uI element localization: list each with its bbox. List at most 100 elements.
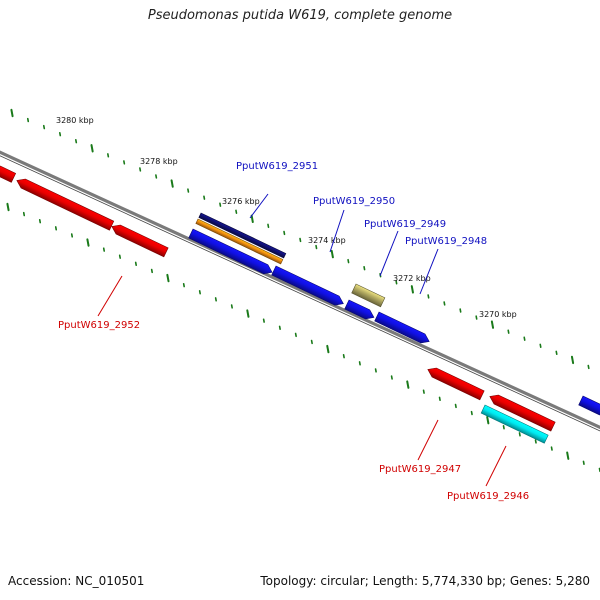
gene-bar-2950-shape bbox=[271, 265, 344, 306]
lower-scale-tick bbox=[6, 202, 10, 212]
gene-bar-reverse-1 bbox=[0, 165, 17, 183]
upper-scale-tick bbox=[363, 265, 366, 271]
upper-scale-tick bbox=[539, 343, 542, 348]
lower-scale-tick bbox=[278, 325, 281, 330]
gene-bar-reverse-1-shape bbox=[0, 165, 17, 183]
lower-scale-tick bbox=[246, 309, 250, 318]
upper-scale-tick bbox=[139, 167, 142, 172]
upper-scale-tick bbox=[26, 117, 30, 123]
lower-scale-tick bbox=[198, 290, 201, 295]
gene-bar-2951-cds-2-shape bbox=[195, 218, 284, 265]
backbone-line bbox=[0, 150, 600, 430]
lower-scale-tick bbox=[374, 368, 377, 373]
gene-bar-2952 bbox=[16, 178, 115, 231]
gene-leader-2948 bbox=[419, 248, 439, 295]
upper-scale-tick bbox=[347, 258, 350, 264]
gene-leader-2946 bbox=[485, 445, 507, 487]
lower-scale-tick bbox=[38, 219, 42, 224]
scale-label-3276: 3276 kbp bbox=[222, 197, 260, 206]
gene-bar-2946 bbox=[489, 394, 556, 432]
accession-text: Accession: NC_010501 bbox=[8, 574, 145, 588]
lower-scale-tick bbox=[326, 344, 330, 354]
upper-scale-tick bbox=[395, 280, 398, 285]
lower-scale-tick bbox=[406, 380, 410, 389]
upper-scale-tick bbox=[58, 131, 62, 137]
gene-label-2947: PputW619_2947 bbox=[379, 464, 461, 475]
gene-label-2951: PputW619_2951 bbox=[236, 161, 318, 172]
gene-bar-2946-shape bbox=[489, 394, 556, 432]
lower-scale-tick bbox=[342, 354, 345, 359]
gene-label-2952: PputW619_2952 bbox=[58, 320, 140, 331]
lower-scale-tick bbox=[438, 396, 441, 402]
gene-leader-2951 bbox=[249, 193, 269, 219]
gene-bar-2949-forward bbox=[344, 299, 375, 320]
lower-scale-tick bbox=[294, 332, 297, 338]
upper-scale-tick bbox=[299, 237, 302, 243]
gene-bar-2950 bbox=[271, 265, 344, 306]
gene-label-2950: PputW619_2950 bbox=[313, 196, 395, 207]
upper-scale-tick bbox=[250, 214, 254, 224]
upper-scale-tick bbox=[283, 230, 286, 236]
upper-scale-tick bbox=[170, 179, 174, 188]
gene-leader-2947 bbox=[417, 419, 439, 461]
scale-label-3272: 3272 kbp bbox=[393, 274, 431, 283]
scale-label-3280: 3280 kbp bbox=[56, 116, 94, 125]
upper-scale-tick bbox=[475, 315, 478, 320]
lower-scale-tick bbox=[358, 361, 361, 366]
lower-scale-tick bbox=[150, 268, 153, 274]
gene-bar-2949-forward-shape bbox=[344, 299, 375, 320]
gene-bar-2949 bbox=[351, 283, 386, 308]
upper-scale-tick bbox=[587, 364, 590, 370]
scale-label-3274: 3274 kbp bbox=[308, 236, 346, 245]
upper-scale-tick bbox=[10, 108, 14, 118]
gene-bar-2948 bbox=[374, 311, 430, 344]
upper-scale-tick bbox=[490, 320, 495, 329]
lower-scale-tick bbox=[486, 415, 490, 425]
lower-scale-tick bbox=[262, 318, 265, 323]
upper-scale-tick bbox=[523, 336, 526, 341]
upper-scale-tick bbox=[315, 244, 318, 250]
gene-bar-2951 bbox=[188, 228, 273, 275]
gene-bar-2947-shape bbox=[427, 367, 485, 401]
gene-bar-2951-cds-shape bbox=[198, 212, 287, 259]
upper-scale-tick bbox=[570, 355, 575, 365]
upper-scale-tick bbox=[410, 285, 414, 294]
map-title: Pseudomonas putida W619, complete genome bbox=[147, 8, 453, 23]
gene-bar-reverse-3 bbox=[111, 224, 169, 258]
lower-scale-tick bbox=[518, 432, 521, 437]
lower-scale-tick bbox=[566, 451, 570, 460]
upper-scale-tick bbox=[330, 249, 334, 259]
gene-bar-2951-shape bbox=[188, 228, 273, 275]
upper-scale-tick bbox=[155, 174, 158, 179]
lower-scale-tick bbox=[470, 410, 473, 416]
lower-scale-tick bbox=[422, 389, 425, 394]
lower-scale-tick bbox=[550, 446, 553, 451]
gene-leader-2949 bbox=[379, 230, 399, 277]
lower-scale-tick bbox=[70, 233, 74, 238]
gene-bar-reverse-3-shape bbox=[111, 224, 169, 258]
gene-leader-2950 bbox=[329, 209, 345, 253]
lower-scale-tick bbox=[214, 297, 217, 302]
gene-label-2949: PputW619_2949 bbox=[364, 219, 446, 230]
upper-scale-tick bbox=[555, 350, 558, 356]
gene-bar-forward-edge-shape bbox=[578, 395, 600, 416]
gene-bar-2946-cds bbox=[480, 404, 549, 444]
gene-label-2948: PputW619_2948 bbox=[405, 236, 487, 247]
lower-scale-tick bbox=[102, 247, 106, 252]
lower-scale-tick bbox=[118, 254, 122, 259]
upper-scale-tick bbox=[203, 195, 206, 200]
scale-label-3278: 3278 kbp bbox=[140, 157, 178, 166]
gene-bar-2948-shape bbox=[374, 311, 430, 344]
gene-bar-2952-shape bbox=[16, 178, 115, 231]
gene-bar-2949-shape bbox=[351, 283, 386, 308]
upper-scale-tick bbox=[219, 202, 222, 207]
lower-scale-tick bbox=[54, 226, 58, 231]
lower-scale-tick bbox=[310, 339, 313, 345]
upper-scale-tick bbox=[90, 144, 94, 153]
gene-leader-2952 bbox=[97, 275, 123, 317]
gene-bar-2951-cds-2 bbox=[195, 218, 284, 265]
lower-scale-tick bbox=[22, 211, 26, 217]
gene-bar-2951-cds bbox=[198, 212, 287, 259]
